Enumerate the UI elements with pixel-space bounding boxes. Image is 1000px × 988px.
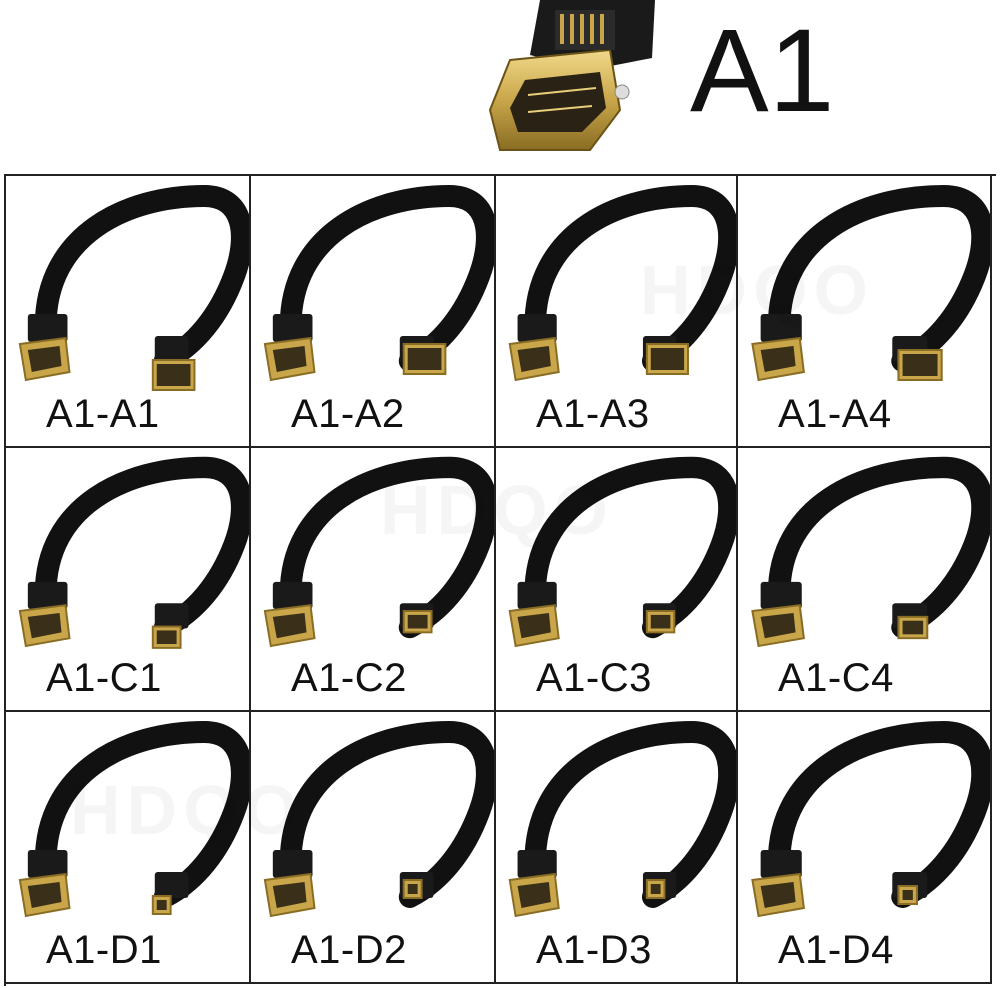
flat-hdmi-cable-icon xyxy=(263,720,494,918)
header: A1 xyxy=(0,0,1000,172)
variant-label: A1-D3 xyxy=(536,928,652,972)
watermark: HDQO xyxy=(380,470,614,550)
variant-cell[interactable]: A1-D1 xyxy=(6,712,251,984)
variant-cell[interactable]: A1-C3 xyxy=(496,448,738,712)
variant-label: A1-A4 xyxy=(778,392,892,436)
a1-connector-icon xyxy=(263,850,316,918)
flat-hdmi-cable-icon xyxy=(18,456,249,649)
cable-ribbon xyxy=(279,184,494,372)
a1-connector-icon xyxy=(263,581,316,648)
flat-hdmi-cable-icon xyxy=(263,184,494,382)
cable-ribbon xyxy=(767,456,990,639)
variant-label: A1-C1 xyxy=(46,656,162,700)
cable-ribbon xyxy=(279,720,494,908)
a1-connector-icon xyxy=(508,314,560,382)
end-connector-icon xyxy=(892,603,929,640)
variant-label: A1-A1 xyxy=(46,392,160,436)
flat-hdmi-cable-icon xyxy=(508,184,736,382)
flat-hdmi-cable-icon xyxy=(263,456,494,648)
watermark: HDQO xyxy=(640,250,874,330)
variant-cell[interactable]: A1-A4 xyxy=(738,176,992,448)
a1-connector-icon xyxy=(508,581,560,648)
flat-hdmi-cable-icon xyxy=(751,184,990,382)
variant-label: A1-A3 xyxy=(536,392,650,436)
end-connector-icon xyxy=(642,336,689,375)
variant-cell[interactable]: A1-D4 xyxy=(738,712,992,984)
a1-connector-icon xyxy=(751,581,805,648)
end-connector-icon xyxy=(151,872,189,915)
end-connector-icon xyxy=(151,336,196,391)
variant-label: A1-A2 xyxy=(291,392,405,436)
flat-hdmi-cable-icon xyxy=(751,456,990,648)
cable-ribbon xyxy=(524,456,736,639)
a1-connector-icon xyxy=(18,850,71,918)
end-connector-icon xyxy=(399,603,434,634)
cable-ribbon xyxy=(34,456,249,639)
end-connector-icon xyxy=(151,603,189,649)
cable-ribbon xyxy=(767,184,990,372)
cable-ribbon xyxy=(279,456,494,639)
variant-label: A1-D2 xyxy=(291,928,407,972)
end-connector-icon xyxy=(399,336,447,375)
end-connector-icon xyxy=(399,872,434,899)
cable-ribbon xyxy=(34,184,249,372)
flat-hdmi-cable-icon xyxy=(508,456,736,648)
variant-cell[interactable]: A1-D3 xyxy=(496,712,738,984)
variant-cell[interactable]: A1-A2 xyxy=(251,176,496,448)
end-connector-icon xyxy=(892,336,943,381)
variant-cell[interactable]: A1-A1 xyxy=(6,176,251,448)
a1-connector-icon xyxy=(263,314,316,382)
flat-hdmi-cable-icon xyxy=(508,720,736,918)
variant-cell[interactable]: A1-D2 xyxy=(251,712,496,984)
variant-label: A1-C4 xyxy=(778,656,894,700)
a1-connector-icon xyxy=(18,581,71,648)
a1-connector-icon xyxy=(751,850,805,918)
cable-ribbon xyxy=(34,720,249,908)
variant-label: A1-C2 xyxy=(291,656,407,700)
variant-cell[interactable]: A1-C2 xyxy=(251,448,496,712)
flat-hdmi-cable-icon xyxy=(18,720,249,918)
cable-ribbon xyxy=(524,720,736,908)
flat-hdmi-cable-icon xyxy=(18,184,249,391)
variant-cell[interactable]: A1-C1 xyxy=(6,448,251,712)
hdmi-a-male-connector-icon xyxy=(488,0,655,151)
a1-connector-icon xyxy=(18,314,71,382)
variant-label: A1-D4 xyxy=(778,928,894,972)
watermark: HDQO xyxy=(70,770,304,850)
variant-cell[interactable]: A1-A3 xyxy=(496,176,738,448)
variant-label: A1-C3 xyxy=(536,656,652,700)
a1-connector-icon xyxy=(751,314,805,382)
flat-hdmi-cable-icon xyxy=(751,720,990,918)
end-connector-icon xyxy=(642,872,677,899)
cable-ribbon xyxy=(524,184,736,372)
end-connector-icon xyxy=(642,603,677,634)
hero-label: A1 xyxy=(690,5,835,137)
cable-ribbon xyxy=(767,720,990,908)
variant-label: A1-D1 xyxy=(46,928,162,972)
variant-cell[interactable]: A1-C4 xyxy=(738,448,992,712)
end-connector-icon xyxy=(892,872,928,905)
a1-connector-icon xyxy=(508,850,560,918)
